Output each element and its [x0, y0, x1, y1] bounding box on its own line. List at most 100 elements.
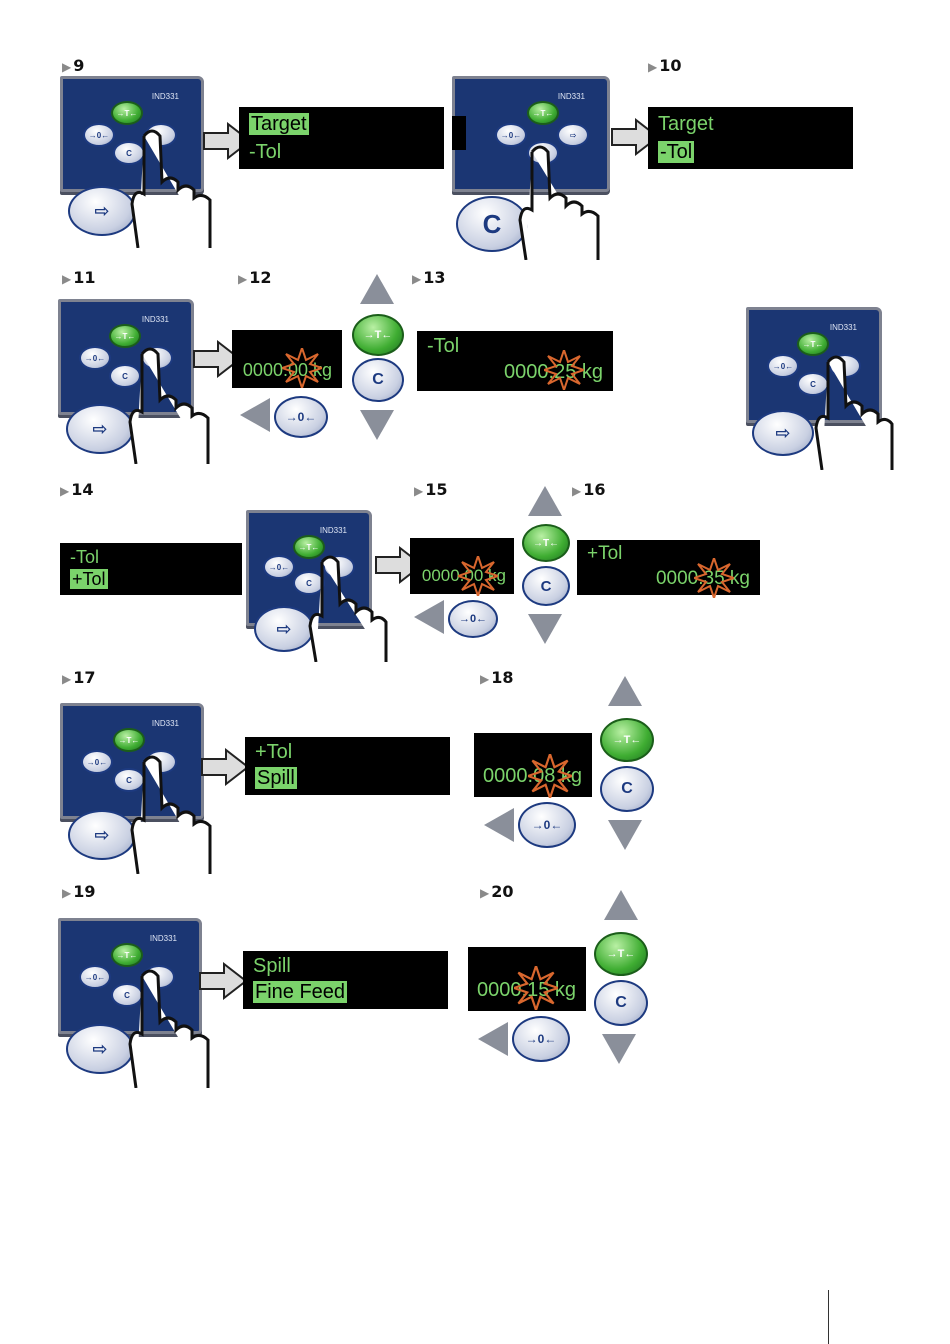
tare-key-enlarged[interactable]: →T← — [522, 524, 570, 562]
tare-key[interactable]: →T← — [111, 101, 143, 125]
menu-item: Target — [658, 113, 714, 135]
clear-key[interactable]: C — [109, 364, 141, 388]
arrow-down-icon[interactable] — [602, 1034, 636, 1064]
page-edge-rule — [828, 1290, 829, 1344]
step-label-11: ▶11 — [62, 268, 96, 287]
arrow-up-icon[interactable] — [528, 486, 562, 516]
pointing-hand-icon — [308, 555, 388, 662]
weight-display: +Tol 0000.35 kg — [577, 540, 760, 595]
menu-item: +Tol — [255, 741, 293, 763]
model-label: IND331 — [149, 934, 177, 943]
flash-burst-icon — [282, 348, 322, 388]
step-label-18: ▶18 — [480, 668, 514, 687]
display-screen: Target -Tol — [239, 107, 444, 169]
clear-key-enlarged[interactable]: C — [600, 766, 654, 812]
step-label-15: ▶15 — [414, 480, 448, 499]
step-label-20: ▶20 — [480, 882, 514, 901]
exit-key-enlarged[interactable]: ⇨ — [66, 404, 134, 454]
step-label-9: ▶9 — [62, 56, 85, 75]
arrow-down-icon[interactable] — [608, 820, 642, 850]
weight-display: 0000.15 kg — [468, 947, 586, 1011]
zero-key-enlarged[interactable]: →0← — [512, 1016, 570, 1062]
exit-key-enlarged[interactable]: ⇨ — [68, 810, 136, 860]
arrow-up-icon[interactable] — [604, 890, 638, 920]
arrow-up-icon[interactable] — [360, 274, 394, 304]
arrow-left-icon[interactable] — [484, 808, 514, 842]
zero-key[interactable]: →0← — [495, 123, 527, 147]
weight-value: 0000.08 kg — [483, 765, 582, 787]
clear-key-enlarged[interactable]: C — [522, 566, 570, 606]
arrow-left-icon[interactable] — [240, 398, 270, 432]
clear-key-enlarged[interactable]: C — [594, 980, 648, 1026]
step-label-19: ▶19 — [62, 882, 96, 901]
clear-key[interactable]: C — [113, 768, 145, 792]
pointing-hand-icon — [130, 755, 212, 874]
pointing-hand-icon — [128, 969, 210, 1088]
tare-key[interactable]: →T← — [527, 101, 559, 125]
arrow-right-icon — [199, 962, 248, 1000]
exit-key-enlarged[interactable]: ⇨ — [254, 606, 314, 652]
zero-key[interactable]: →0← — [81, 750, 113, 774]
arrow-left-icon[interactable] — [414, 600, 444, 634]
flash-burst-icon — [458, 556, 498, 596]
arrow-down-icon[interactable] — [360, 410, 394, 440]
flash-burst-icon — [514, 966, 558, 1010]
pointing-hand-icon — [130, 129, 212, 248]
flash-burst-icon — [528, 754, 572, 798]
arrow-right-icon — [611, 118, 660, 156]
tare-key[interactable]: →T← — [293, 535, 325, 559]
step-label-10: ▶10 — [648, 56, 682, 75]
step-label-17: ▶17 — [62, 668, 96, 687]
arrow-down-icon[interactable] — [528, 614, 562, 644]
menu-item: -Tol — [249, 141, 282, 163]
zero-key[interactable]: →0← — [79, 965, 111, 989]
terminal-panel: IND331 →T← →0← C — [60, 76, 204, 192]
tare-key[interactable]: →T← — [111, 943, 143, 967]
arrow-left-icon[interactable] — [478, 1022, 508, 1056]
menu-item-selected: Target — [249, 113, 309, 135]
zero-key[interactable]: →0← — [79, 346, 111, 370]
tare-key-enlarged[interactable]: →T← — [600, 718, 654, 762]
menu-item: -Tol — [70, 547, 100, 567]
zero-key-enlarged[interactable]: →0← — [274, 396, 328, 438]
zero-key-enlarged[interactable]: →0← — [518, 802, 576, 848]
zero-key-enlarged[interactable]: →0← — [448, 600, 498, 638]
step-label-12: ▶12 — [238, 268, 272, 287]
clear-key[interactable]: C — [293, 571, 325, 595]
tare-key[interactable]: →T← — [797, 332, 829, 356]
clear-key-enlarged[interactable]: C — [456, 196, 528, 252]
terminal-panel: IND331 →T← →0← C — [58, 299, 194, 415]
model-label: IND331 — [151, 719, 179, 728]
menu-item-selected: +Tol — [70, 569, 108, 589]
display-edge — [452, 116, 466, 150]
exit-key-enlarged[interactable]: ⇨ — [68, 186, 136, 236]
exit-key-enlarged[interactable]: ⇨ — [752, 410, 814, 456]
menu-item-selected: Fine Feed — [253, 981, 348, 1003]
arrow-up-icon[interactable] — [608, 676, 642, 706]
exit-key-enlarged[interactable]: ⇨ — [66, 1024, 134, 1074]
clear-key-enlarged[interactable]: C — [352, 358, 404, 402]
exit-key[interactable]: ⇨ — [557, 123, 589, 147]
display-screen: Spill Fine Feed — [243, 951, 448, 1009]
weight-display: 0000.08 kg — [474, 733, 592, 797]
tare-key[interactable]: →T← — [109, 324, 141, 348]
tare-key[interactable]: →T← — [113, 728, 145, 752]
model-label: IND331 — [557, 92, 585, 101]
weight-value: 0000.35 kg — [655, 568, 750, 589]
step-label-14: ▶14 — [60, 480, 94, 499]
weight-display: -Tol 0000.25 kg — [417, 331, 613, 391]
pointing-hand-icon — [128, 347, 210, 464]
tare-key-enlarged[interactable]: →T← — [352, 314, 404, 356]
zero-key[interactable]: →0← — [767, 354, 799, 378]
parameter-label: -Tol — [427, 335, 460, 357]
model-label: IND331 — [319, 526, 347, 535]
pointing-hand-icon — [814, 355, 894, 470]
tare-key-enlarged[interactable]: →T← — [594, 932, 648, 976]
arrow-right-icon — [201, 748, 250, 786]
weight-value: 0000.25 kg — [504, 361, 603, 383]
zero-key[interactable]: →0← — [263, 555, 295, 579]
zero-key[interactable]: →0← — [83, 123, 115, 147]
display-screen: Target -Tol — [648, 107, 853, 169]
parameter-label: +Tol — [587, 543, 623, 564]
flash-burst-icon — [544, 350, 584, 390]
